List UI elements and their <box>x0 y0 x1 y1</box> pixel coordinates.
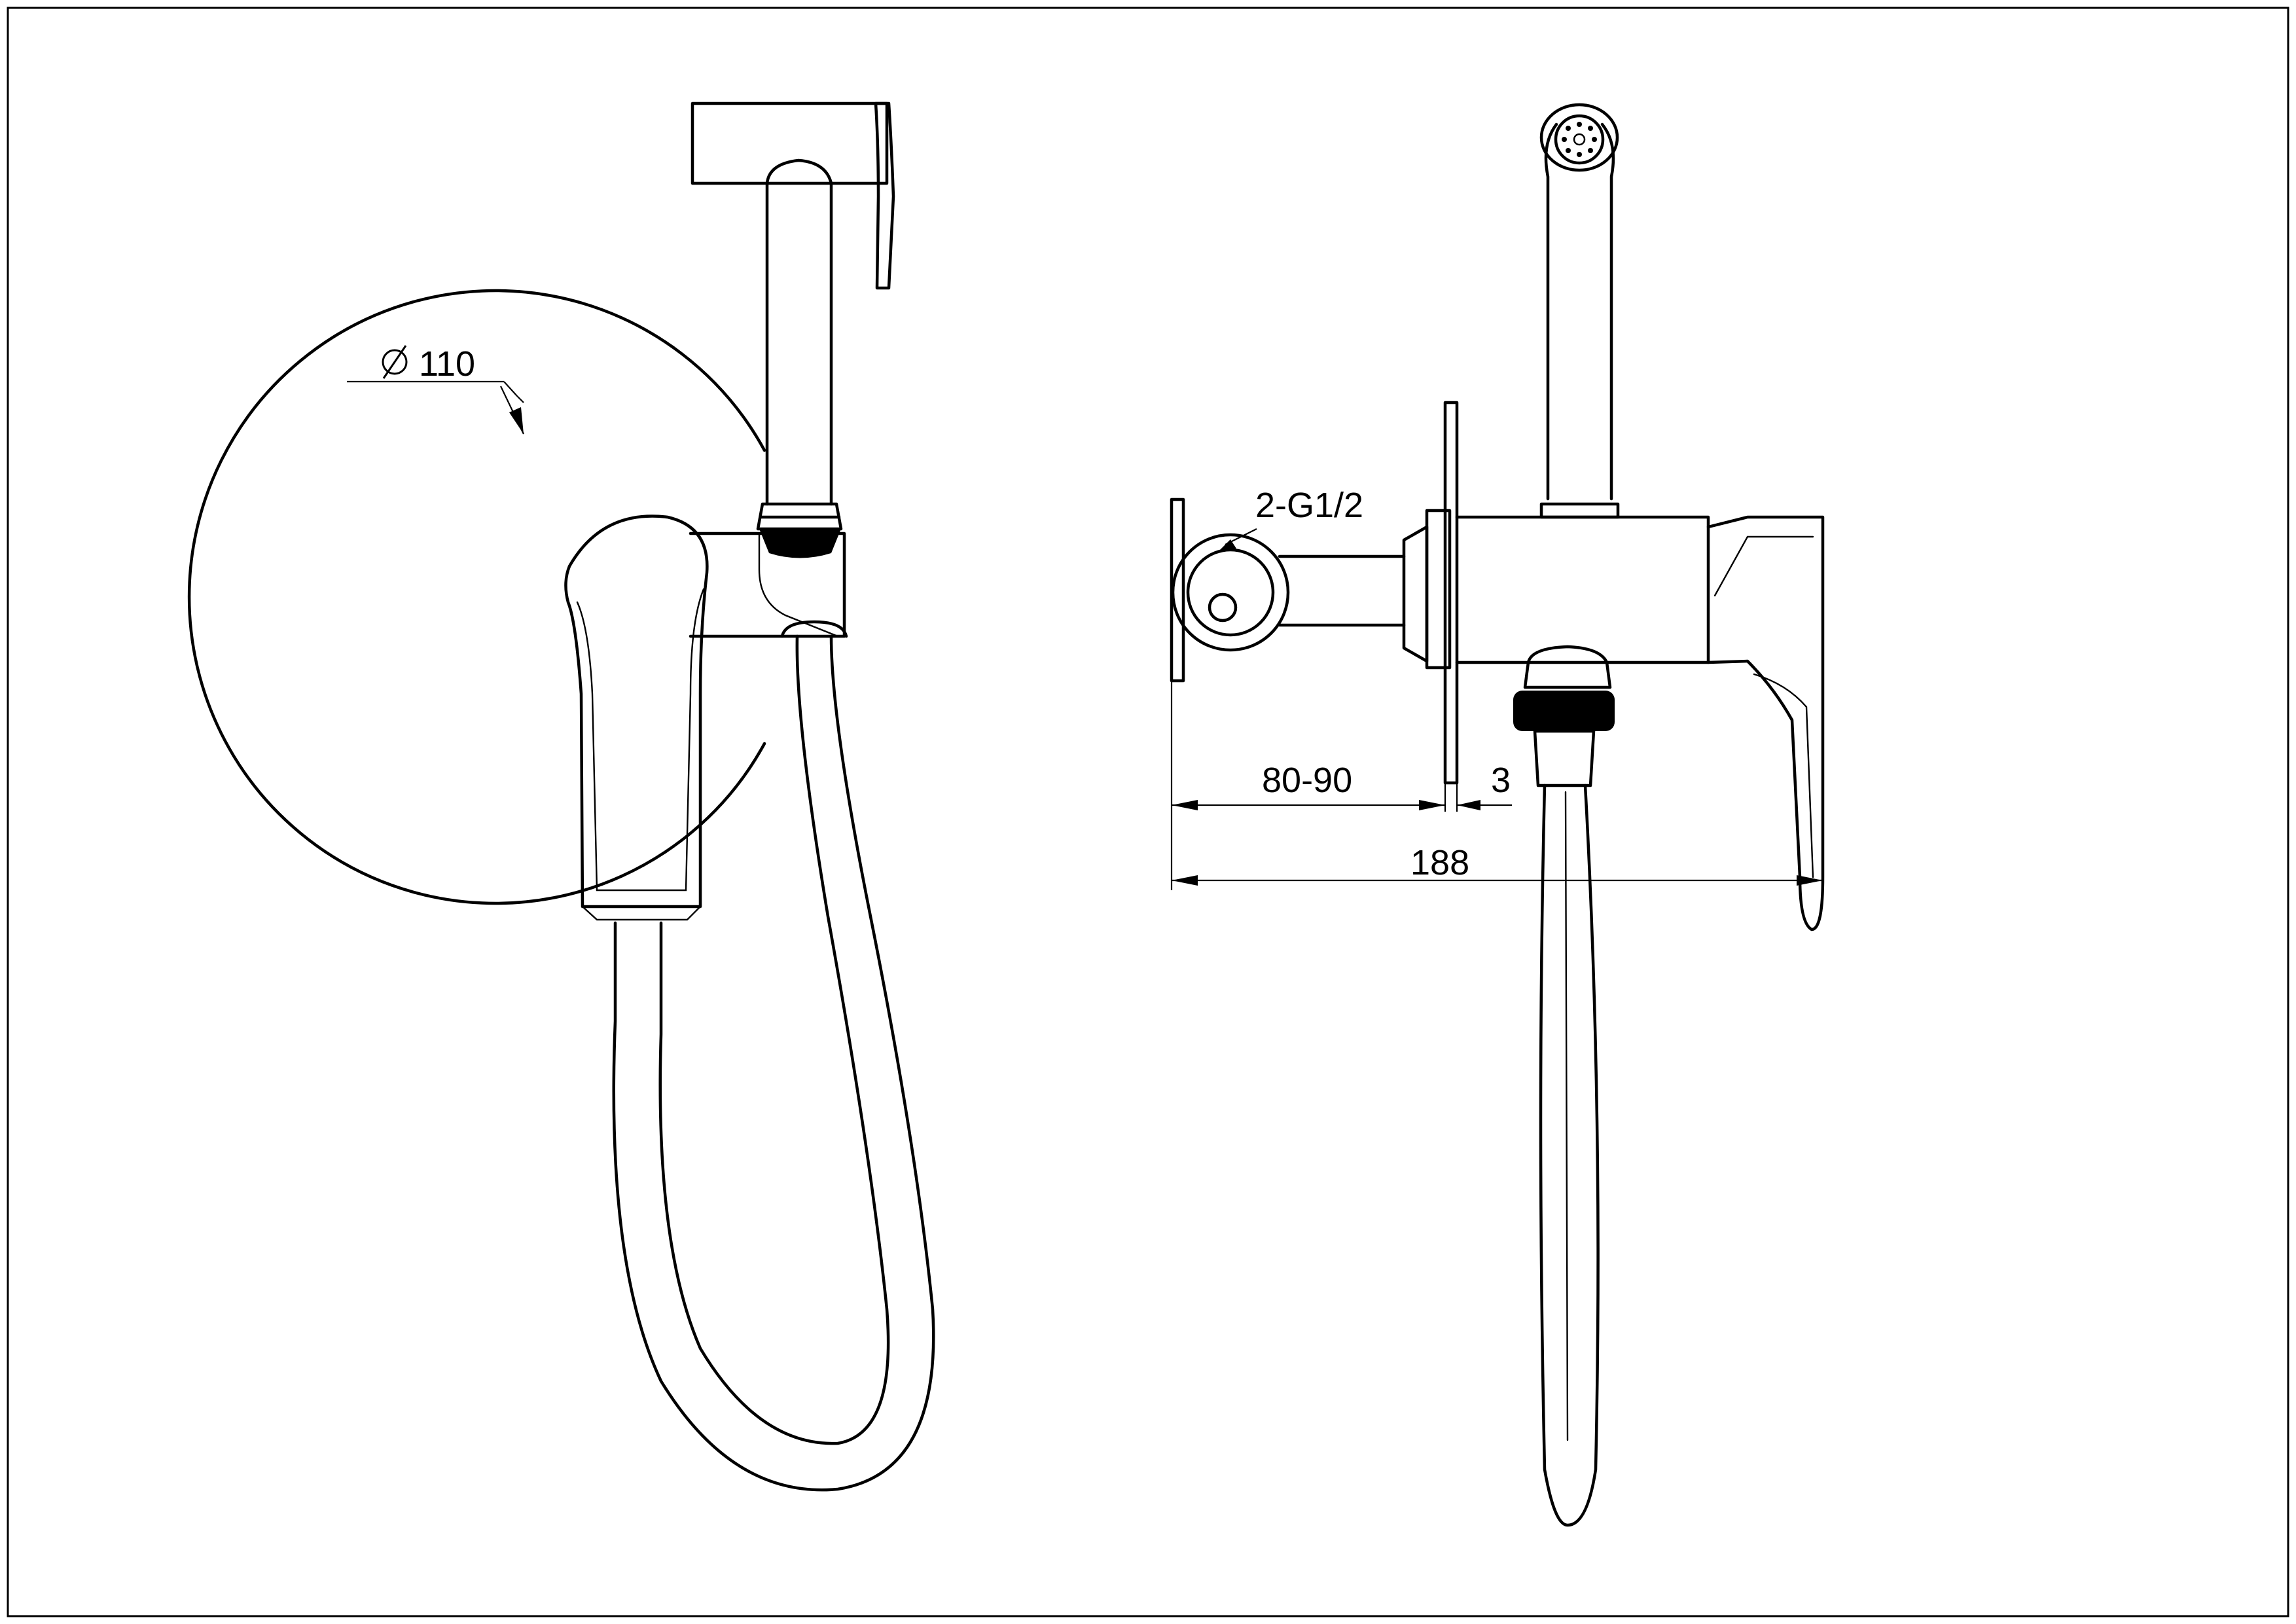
escutcheon-plate <box>187 289 766 905</box>
plate-thickness-dimension: 3 <box>1457 761 1512 810</box>
lever-foot <box>581 905 702 921</box>
total-depth-dimension: 188 <box>1172 843 1824 892</box>
hose-ferrule-side <box>1533 729 1596 787</box>
lever-edge-side <box>1713 535 1814 878</box>
shower-head <box>691 101 889 185</box>
stem-knurl-front <box>759 529 841 558</box>
hose-side-inner <box>1564 791 1569 1441</box>
connection-callout: 2-G1/2 <box>1216 486 1363 554</box>
diameter-symbol-icon <box>382 345 408 379</box>
hose-knurl-side <box>1513 691 1615 731</box>
diameter-dimension: 110 <box>347 344 524 435</box>
side-view <box>1170 103 1825 1527</box>
inlet-hole <box>1208 592 1238 623</box>
hose-side <box>1539 784 1600 1527</box>
total-depth-label: 188 <box>1410 843 1469 882</box>
valve-shoulder <box>1402 525 1429 663</box>
front-view <box>187 101 935 1492</box>
lever-facet <box>576 588 705 892</box>
sheet-border <box>7 7 2289 1617</box>
shower-neck <box>765 158 833 185</box>
plate-thickness-label: 3 <box>1491 761 1511 800</box>
connection-label: 2-G1/2 <box>1255 486 1363 525</box>
wall-depth-label: 80-90 <box>1262 761 1352 800</box>
inlet-outer-ring <box>1171 533 1290 652</box>
lever-handle <box>564 514 709 909</box>
wall-depth-dimension: 80-90 <box>1170 681 1458 890</box>
mixer-body-side <box>1455 515 1710 664</box>
hose-fitting <box>780 620 848 638</box>
hose-inner <box>658 634 890 1445</box>
inlet-bracket <box>1170 497 1185 683</box>
shower-nozzle-face <box>1554 114 1605 165</box>
valve-ring <box>1425 509 1452 670</box>
hose-outer <box>612 634 935 1492</box>
stem-base-side <box>1539 502 1620 519</box>
lever-handle-side <box>1706 515 1825 931</box>
holder-bracket <box>758 532 839 638</box>
diameter-label: 110 <box>419 344 475 384</box>
shower-nozzle-outer <box>1539 103 1619 172</box>
shower-stem <box>765 181 833 506</box>
shower-stem-side <box>1544 122 1615 501</box>
hose-nut-side <box>1523 645 1612 689</box>
inlet-inner-ring <box>1186 548 1275 637</box>
inlet-pipe <box>1278 554 1406 627</box>
shower-trigger <box>874 101 895 290</box>
shower-nozzle-holes <box>1562 122 1597 157</box>
